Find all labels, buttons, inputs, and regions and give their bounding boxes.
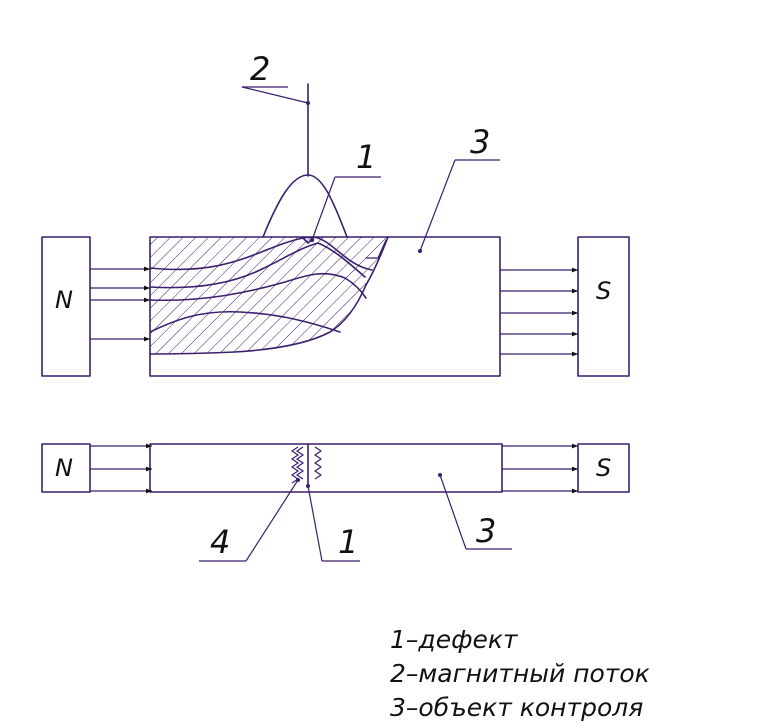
object-of-control-bottom bbox=[149, 443, 503, 493]
legend-item-flux: 2–магнитный поток bbox=[390, 659, 650, 688]
label-3-bottom: 3 bbox=[476, 512, 496, 550]
leader-1-top: 1 bbox=[311, 138, 381, 241]
hatched-region-outline bbox=[149, 236, 389, 355]
pole-n-top bbox=[41, 236, 91, 377]
flux-lines-top bbox=[150, 237, 373, 333]
bottom-figure: N S 4 bbox=[41, 443, 630, 562]
flux-line bbox=[150, 242, 366, 289]
top-figure: N S bbox=[41, 50, 630, 377]
label-3-top: 3 bbox=[470, 123, 490, 161]
label-1-top: 1 bbox=[356, 138, 376, 176]
label-2-top: 2 bbox=[250, 50, 270, 88]
pole-n-bottom bbox=[41, 443, 91, 493]
hatched-region-inner-step bbox=[366, 239, 387, 259]
label-1-bottom: 1 bbox=[338, 523, 358, 561]
output-arrows-bottom bbox=[502, 443, 578, 494]
hatched-flux-region bbox=[150, 237, 388, 354]
leader-1-bottom: 1 bbox=[306, 484, 360, 562]
leakage-field-curve bbox=[262, 174, 348, 238]
legend: 1–дефект 2–магнитный поток 3–объект конт… bbox=[390, 625, 650, 722]
pole-s-bottom bbox=[577, 443, 630, 493]
object-of-control-top bbox=[149, 236, 501, 377]
pole-s-top bbox=[577, 236, 630, 377]
powder-indication-right bbox=[313, 446, 323, 480]
pole-n-bottom-label: N bbox=[55, 454, 73, 482]
leader-3-top: 3 bbox=[418, 123, 500, 253]
pole-s-top-label: S bbox=[596, 277, 611, 305]
flux-line bbox=[150, 237, 373, 271]
pole-n-top-label: N bbox=[55, 286, 73, 314]
powder-indication-left-2 bbox=[295, 446, 305, 480]
leader-4: 4 bbox=[199, 478, 300, 562]
leader-3-bottom: 3 bbox=[438, 473, 512, 550]
flux-line bbox=[150, 272, 367, 302]
legend-item-defect: 1–дефект bbox=[390, 625, 519, 654]
pole-s-bottom-label: S bbox=[596, 454, 611, 482]
label-4-bottom: 4 bbox=[210, 523, 230, 561]
output-arrows-top bbox=[500, 267, 578, 357]
leader-2: 2 bbox=[241, 50, 309, 104]
input-arrows-bottom bbox=[90, 443, 152, 494]
input-arrows-top bbox=[90, 266, 150, 342]
flux-line bbox=[150, 310, 341, 333]
powder-indication-left bbox=[290, 446, 300, 484]
legend-item-object: 3–объект контроля bbox=[390, 693, 643, 722]
